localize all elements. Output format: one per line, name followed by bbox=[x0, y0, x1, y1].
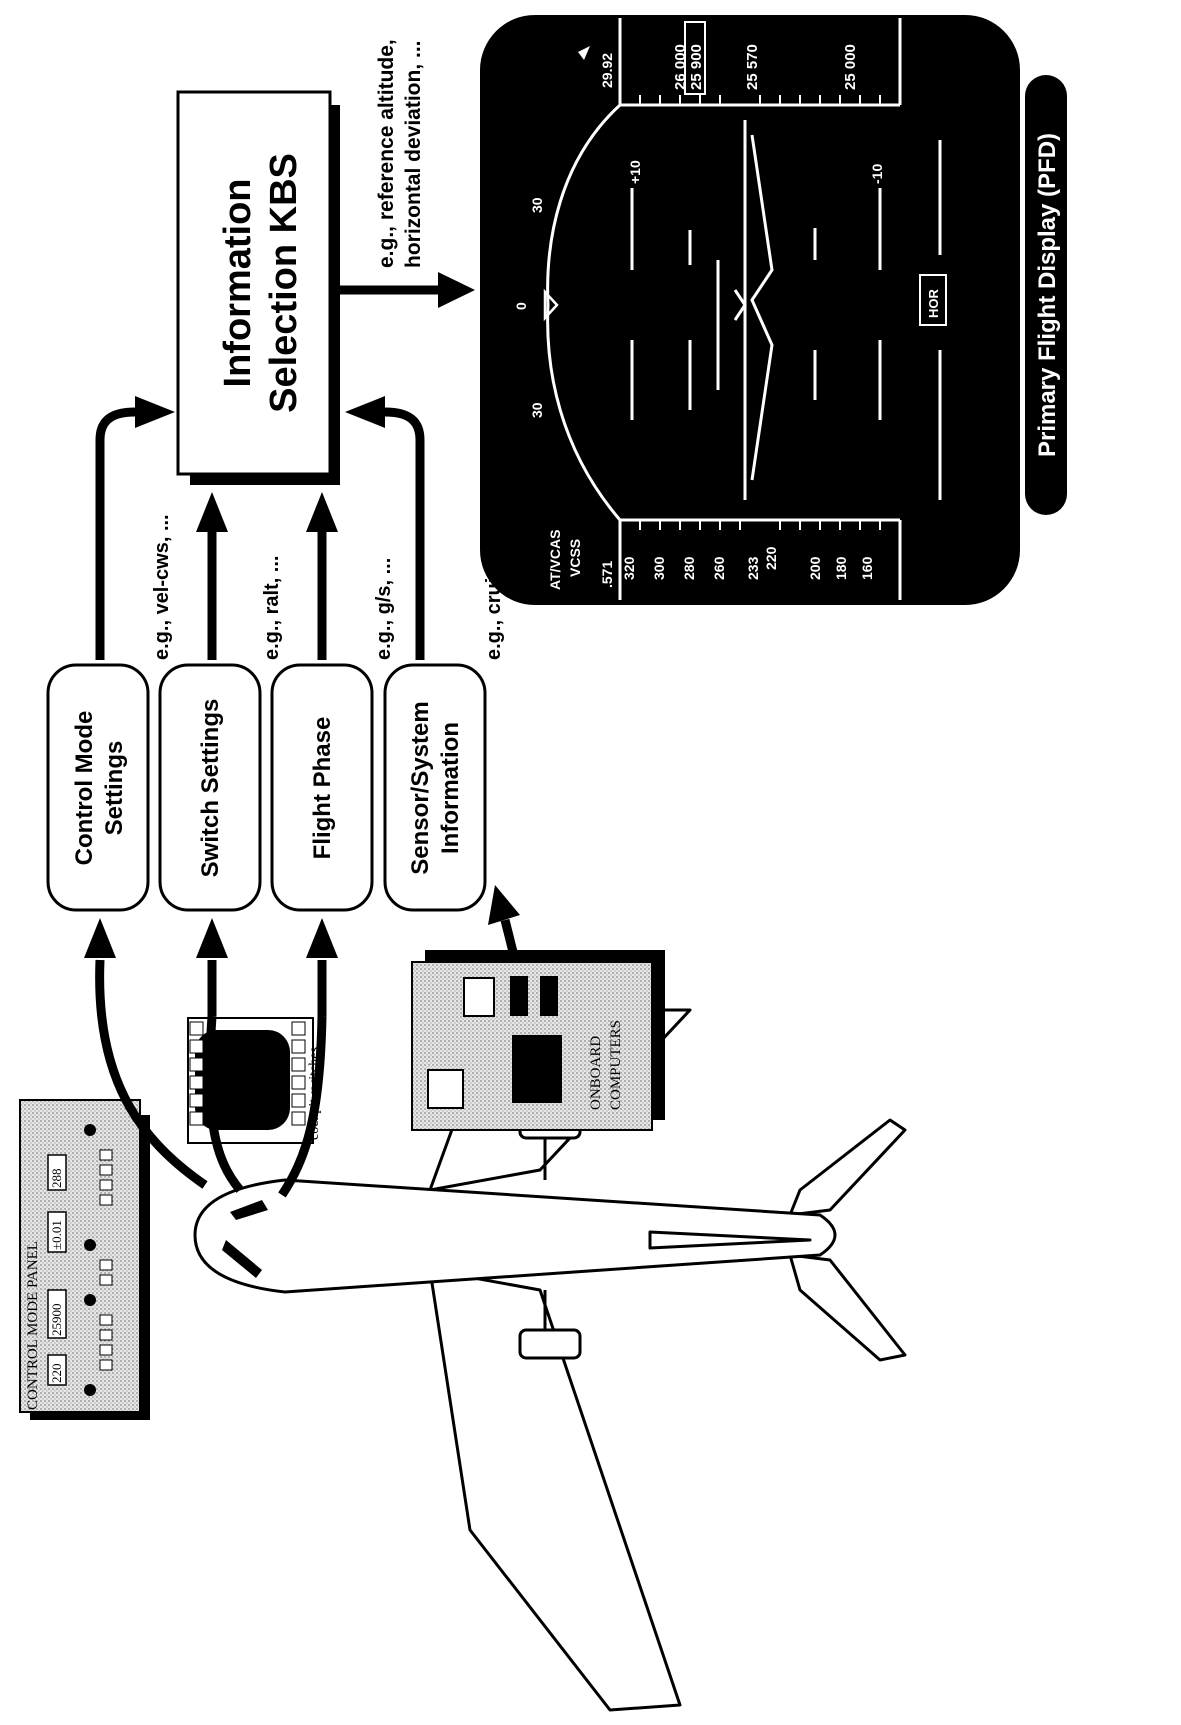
kbs-title-line2: Selection KBS bbox=[263, 153, 305, 413]
kbs-to-pfd-arrow bbox=[340, 272, 475, 308]
pfd-roll-arc bbox=[546, 103, 622, 521]
pfd-caption: Primary Flight Display (PFD) bbox=[1034, 133, 1061, 457]
primary-flight-display: 25 900 26 000 25 570 25 000 29.92 AT/VCA… bbox=[480, 15, 1067, 605]
pfd-hdg-label-box bbox=[919, 274, 947, 326]
input-switch-settings: Switch Settings e.g., ralt, ... bbox=[158, 556, 283, 912]
input-to-kbs-arrows bbox=[95, 407, 425, 660]
pfd-speed-mode-2: VCSS bbox=[567, 539, 583, 577]
control-mode-panel-readouts bbox=[47, 1154, 67, 1386]
pfd-pitch-down: -10 bbox=[869, 164, 885, 184]
input-flight-phase-line1: Flight Phase bbox=[309, 717, 336, 860]
pfd-speed-mode: AT/VCAS bbox=[547, 530, 563, 590]
pfd-alt-tick-2: 25 000 bbox=[842, 44, 859, 90]
onboard-computers-unit: ONBOARD COMPUTERS bbox=[411, 950, 665, 1131]
control-mode-panel: CONTROL MODE PANEL 288 ±0.01 25900 220 bbox=[19, 1099, 150, 1420]
pfd-current-altitude: 25 570 bbox=[744, 44, 761, 90]
pfd-altitude-tape bbox=[618, 18, 902, 107]
control-mode-panel-value-3: ±0.01 bbox=[49, 1220, 64, 1250]
airplane-engine-lower bbox=[518, 1328, 582, 1360]
input-control-mode: Control Mode Settings e.g., vel-cws, ... bbox=[46, 514, 173, 912]
pfd-speed-tick-5: 200 bbox=[807, 556, 823, 580]
input-switch-settings-example: e.g., ralt, ... bbox=[261, 556, 283, 660]
pfd-screen bbox=[480, 15, 1020, 605]
arrow-panel-to-control-mode bbox=[95, 959, 208, 1189]
control-mode-panel-knobs bbox=[84, 1124, 96, 1396]
pfd-bug-icon bbox=[578, 46, 590, 60]
control-mode-panel-title: CONTROL MODE PANEL bbox=[25, 1241, 41, 1410]
control-mode-panel-value-1: 220 bbox=[49, 1364, 64, 1384]
kbs-title-line1: Information bbox=[217, 179, 259, 388]
pfd-speed-tick-7: 160 bbox=[859, 556, 875, 580]
arrow-computers-to-sensor bbox=[500, 918, 520, 962]
control-mode-panel-value-4: 288 bbox=[49, 1169, 64, 1189]
input-flight-phase: Flight Phase e.g., g/s, ... bbox=[270, 558, 395, 912]
pfd-speed-tick-1: 320 bbox=[621, 556, 637, 580]
airplane-upper-stabilizer bbox=[788, 1118, 907, 1217]
pfd-speed-tick-4: 260 bbox=[711, 556, 727, 580]
pfd-selected-altitude-box bbox=[684, 21, 706, 95]
pfd-roll-label-2: 0 bbox=[513, 302, 529, 310]
airplane-cockpit-windows bbox=[222, 1200, 268, 1278]
pfd-hdg-label: HOR bbox=[926, 289, 941, 319]
onboard-computers-label-line1: ONBOARD bbox=[588, 1036, 604, 1110]
pfd-altimeter-setting: 29.92 bbox=[599, 53, 615, 88]
pfd-speed-tick-6: 180 bbox=[833, 556, 849, 580]
output-note-line2: horizontal deviation, ... bbox=[402, 40, 425, 268]
arrow-switches-to-flight-phase bbox=[278, 960, 327, 1198]
source-arrows bbox=[95, 918, 520, 1198]
input-sensor-system-line2: Information bbox=[437, 722, 464, 854]
input-control-mode-line2: Settings bbox=[101, 741, 128, 836]
pfd-roll-pointer-icon bbox=[543, 288, 559, 322]
airplane-left-wing bbox=[428, 1268, 682, 1712]
output-note-line1: e.g., reference altitude, bbox=[375, 39, 398, 268]
pfd-speed-tape bbox=[618, 518, 902, 600]
input-sensor-system-line1: Sensor/System bbox=[407, 701, 434, 874]
information-selection-kbs: Information Selection KBS bbox=[176, 90, 340, 485]
arrow-switches-to-switch-settings bbox=[205, 960, 244, 1193]
input-switch-settings-line1: Switch Settings bbox=[197, 699, 224, 878]
pfd-aircraft-symbol bbox=[716, 120, 774, 500]
pfd-mach: .571 bbox=[599, 561, 615, 588]
pfd-current-speed: 233 bbox=[745, 556, 761, 580]
pfd-roll-label-3: 30 bbox=[529, 402, 545, 418]
input-control-mode-line1: Control Mode bbox=[71, 711, 98, 866]
pfd-selected-altitude: 25 900 bbox=[688, 44, 705, 90]
airplane-fuselage bbox=[193, 1178, 837, 1294]
pfd-selected-speed: 220 bbox=[763, 546, 779, 570]
onboard-computers-label-line2: COMPUTERS bbox=[608, 1020, 624, 1110]
pfd-alt-tick-1: 26 000 bbox=[672, 44, 689, 90]
pfd-speed-tick-3: 280 bbox=[681, 556, 697, 580]
input-sensor-system: Sensor/System Information e.g., cruise bbox=[383, 556, 505, 912]
input-flight-phase-example: e.g., g/s, ... bbox=[373, 558, 395, 660]
pfd-pitch-ladder bbox=[630, 140, 942, 500]
airplane-lower-stabilizer bbox=[788, 1253, 907, 1362]
control-mode-panel-value-2: 25900 bbox=[49, 1304, 64, 1337]
control-mode-panel-buttons bbox=[99, 1149, 113, 1371]
pfd-speed-tick-2: 300 bbox=[651, 556, 667, 580]
pfd-roll-label-1: 30 bbox=[529, 197, 545, 213]
input-control-mode-example: e.g., vel-cws, ... bbox=[151, 514, 173, 660]
pfd-pitch-up: +10 bbox=[627, 160, 643, 184]
